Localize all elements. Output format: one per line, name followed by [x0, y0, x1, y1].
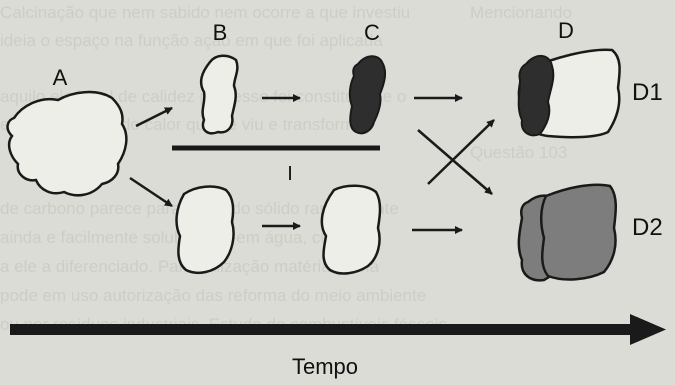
label-c: C: [364, 20, 380, 45]
label-b: B: [213, 20, 228, 45]
svg-text:ideia o espaço na função ação: ideia o espaço na função ação em que foi…: [0, 31, 383, 50]
label-a: A: [53, 65, 68, 90]
label-d: D: [558, 18, 574, 43]
label-d1: D1: [632, 79, 663, 106]
svg-text:Questão 103: Questão 103: [470, 143, 567, 162]
svg-text:Mencionando: Mencionando: [470, 3, 572, 22]
shape-b: [201, 56, 237, 134]
shape-a: [8, 92, 127, 195]
label-d2: D2: [632, 214, 663, 241]
shape-lower-2: [322, 186, 380, 274]
svg-text:pode em uso autorização das re: pode em uso autorização das reforma do m…: [0, 286, 426, 305]
shape-lower-1: [177, 187, 234, 273]
shape-d1: [519, 50, 620, 137]
svg-text:ainda e facilmente solubilizad: ainda e facilmente solubilizado em água,…: [0, 228, 352, 247]
svg-text:Calcinação que nem sabido nem: Calcinação que nem sabido nem ocorre a q…: [0, 3, 410, 22]
shape-d2: [519, 185, 616, 281]
label-i: I: [287, 163, 293, 185]
shape-c: [350, 56, 385, 133]
time-label: Tempo: [292, 354, 358, 379]
